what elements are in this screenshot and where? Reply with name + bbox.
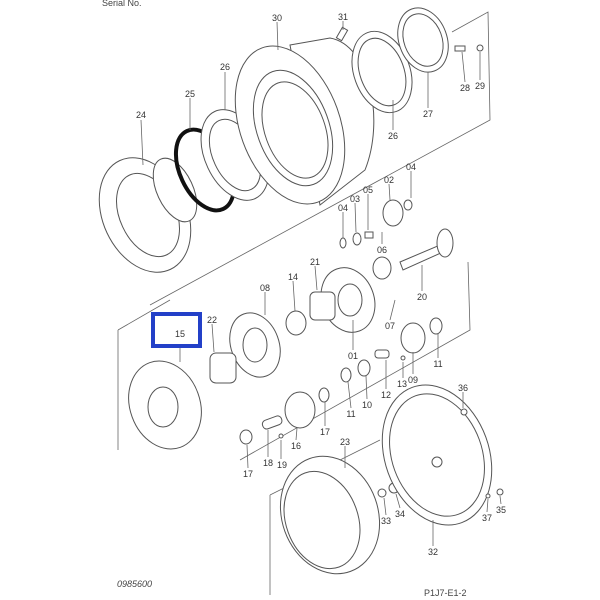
part-gear-21 xyxy=(309,291,336,321)
part-label: 09 xyxy=(408,375,418,385)
part-08-carrier[interactable] xyxy=(221,306,289,384)
part-31-pin[interactable] xyxy=(335,26,349,42)
part-label: 16 xyxy=(291,441,301,451)
figure-code: P1J7-E1-2 xyxy=(424,588,467,598)
part-15-highlight-box xyxy=(151,312,202,348)
part-12-pin[interactable] xyxy=(374,349,390,359)
part-label: 14 xyxy=(288,272,298,282)
part-label: 35 xyxy=(496,505,506,515)
part-label: 22 xyxy=(207,315,217,325)
part-label: 06 xyxy=(377,245,387,255)
part-17-washer-b[interactable] xyxy=(239,429,253,445)
part-16-gear[interactable] xyxy=(284,391,316,429)
part-label: 31 xyxy=(338,12,348,22)
group-frame-upper xyxy=(149,11,491,306)
part-20-shaft[interactable] xyxy=(399,228,454,271)
part-label: 04 xyxy=(406,162,416,172)
part-label: 34 xyxy=(395,509,405,519)
part-label: 32 xyxy=(428,547,438,557)
part-label: 24 xyxy=(136,110,146,120)
part-label: 29 xyxy=(475,81,485,91)
part-label: 07 xyxy=(385,321,395,331)
part-33-plug[interactable] xyxy=(377,488,387,498)
leader-lines xyxy=(140,21,502,546)
part-02-thrust-plate[interactable] xyxy=(382,199,404,227)
part-label: 21 xyxy=(310,257,320,267)
part-label: 05 xyxy=(363,185,373,195)
part-30-housing[interactable] xyxy=(215,31,375,219)
part-label: 36 xyxy=(458,383,468,393)
part-label: 17 xyxy=(320,427,330,437)
part-26-bearing-right[interactable] xyxy=(341,23,422,121)
part-35-bolt[interactable] xyxy=(496,488,504,496)
part-label: 28 xyxy=(460,83,470,93)
drawing-number: 0985600 xyxy=(117,579,152,589)
part-label: 11 xyxy=(346,409,355,419)
part-label: 01 xyxy=(348,351,358,361)
part-label: 19 xyxy=(277,460,287,470)
part-07-gear xyxy=(400,322,426,354)
part-label: 26 xyxy=(220,62,230,72)
part-label: 27 xyxy=(423,109,433,119)
part-36-bolt[interactable] xyxy=(460,408,468,416)
part-label: 04 xyxy=(338,203,348,213)
part-label: 13 xyxy=(397,379,407,389)
part-label: 37 xyxy=(482,513,492,523)
part-32-cover[interactable] xyxy=(364,370,511,541)
part-label: 23 xyxy=(340,437,350,447)
part-24-spindle-flange[interactable] xyxy=(82,143,209,287)
part-15-carrier[interactable] xyxy=(117,351,214,460)
part-37-washer[interactable] xyxy=(485,493,491,499)
part-11-washer-a[interactable] xyxy=(429,317,443,335)
part-05-pin[interactable] xyxy=(364,231,374,239)
part-28-lock-plate[interactable] xyxy=(454,45,466,52)
part-label: 03 xyxy=(350,194,360,204)
part-14-thrust-washer[interactable] xyxy=(285,310,307,336)
part-label: 12 xyxy=(381,390,391,400)
part-22-sun-gear[interactable] xyxy=(209,352,237,384)
part-04-washer-b[interactable] xyxy=(339,237,347,249)
part-label-highlighted: 15 xyxy=(175,329,185,339)
part-18-pin[interactable] xyxy=(261,415,283,430)
part-11-washer-b[interactable] xyxy=(340,367,352,383)
part-label: 02 xyxy=(384,175,394,185)
part-29-bolt[interactable] xyxy=(476,44,484,52)
part-label: 33 xyxy=(381,516,391,526)
part-label: 18 xyxy=(263,458,273,468)
part-label: 10 xyxy=(362,400,372,410)
group-frame-middle xyxy=(117,261,471,461)
serial-number-label: Serial No. xyxy=(102,0,142,8)
part-label: 26 xyxy=(388,131,398,141)
part-label: 11 xyxy=(433,359,442,369)
part-10-needle-bearing[interactable] xyxy=(357,359,371,377)
part-label: 25 xyxy=(185,89,195,99)
part-label: 30 xyxy=(272,13,282,23)
part-27-cover-ring[interactable] xyxy=(389,1,457,79)
part-label: 17 xyxy=(243,469,253,479)
part-19-spring-pin[interactable] xyxy=(278,433,284,439)
part-label: 08 xyxy=(260,283,270,293)
part-17-washer-a[interactable] xyxy=(318,387,330,403)
part-03-gear[interactable] xyxy=(352,232,362,246)
part-23-ring-gear[interactable] xyxy=(264,442,395,588)
part-04-washer-a[interactable] xyxy=(403,199,413,211)
part-washer-ring xyxy=(372,256,392,280)
part-13-spring-pin[interactable] xyxy=(400,355,406,361)
part-label: 20 xyxy=(417,292,427,302)
